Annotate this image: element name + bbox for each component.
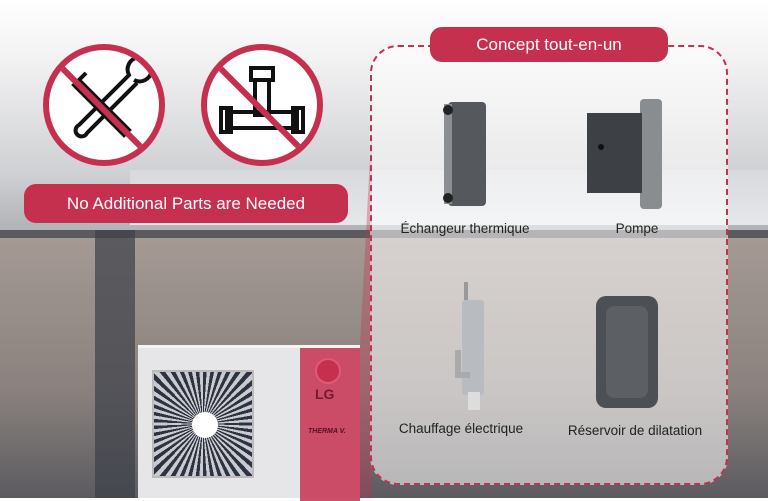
electric-heater-icon — [455, 282, 484, 410]
pump-icon — [587, 99, 662, 209]
item-label: Échangeur thermique — [400, 221, 530, 236]
no-pipe-fitting-icon — [201, 44, 323, 166]
lg-logo-icon — [315, 358, 341, 384]
no-additional-parts-banner: No Additional Parts are Needed — [24, 184, 348, 223]
heat-exchanger-icon — [443, 102, 486, 206]
item-label: Chauffage électrique — [398, 421, 524, 436]
highlight-panel: LG THERMA V. — [300, 348, 360, 501]
item-label: Réservoir de dilatation — [567, 423, 703, 438]
expansion-tank-icon — [596, 296, 658, 408]
all-in-one-box — [370, 45, 728, 485]
item-label: Pompe — [615, 221, 659, 236]
concept-title: Concept tout-en-un — [430, 27, 668, 62]
no-tools-icon — [43, 44, 165, 166]
brand-label: LG — [315, 386, 335, 402]
heat-pump-unit: LG THERMA V. — [138, 345, 360, 501]
model-label: THERMA V. — [308, 428, 346, 435]
fan-grille — [152, 370, 254, 478]
